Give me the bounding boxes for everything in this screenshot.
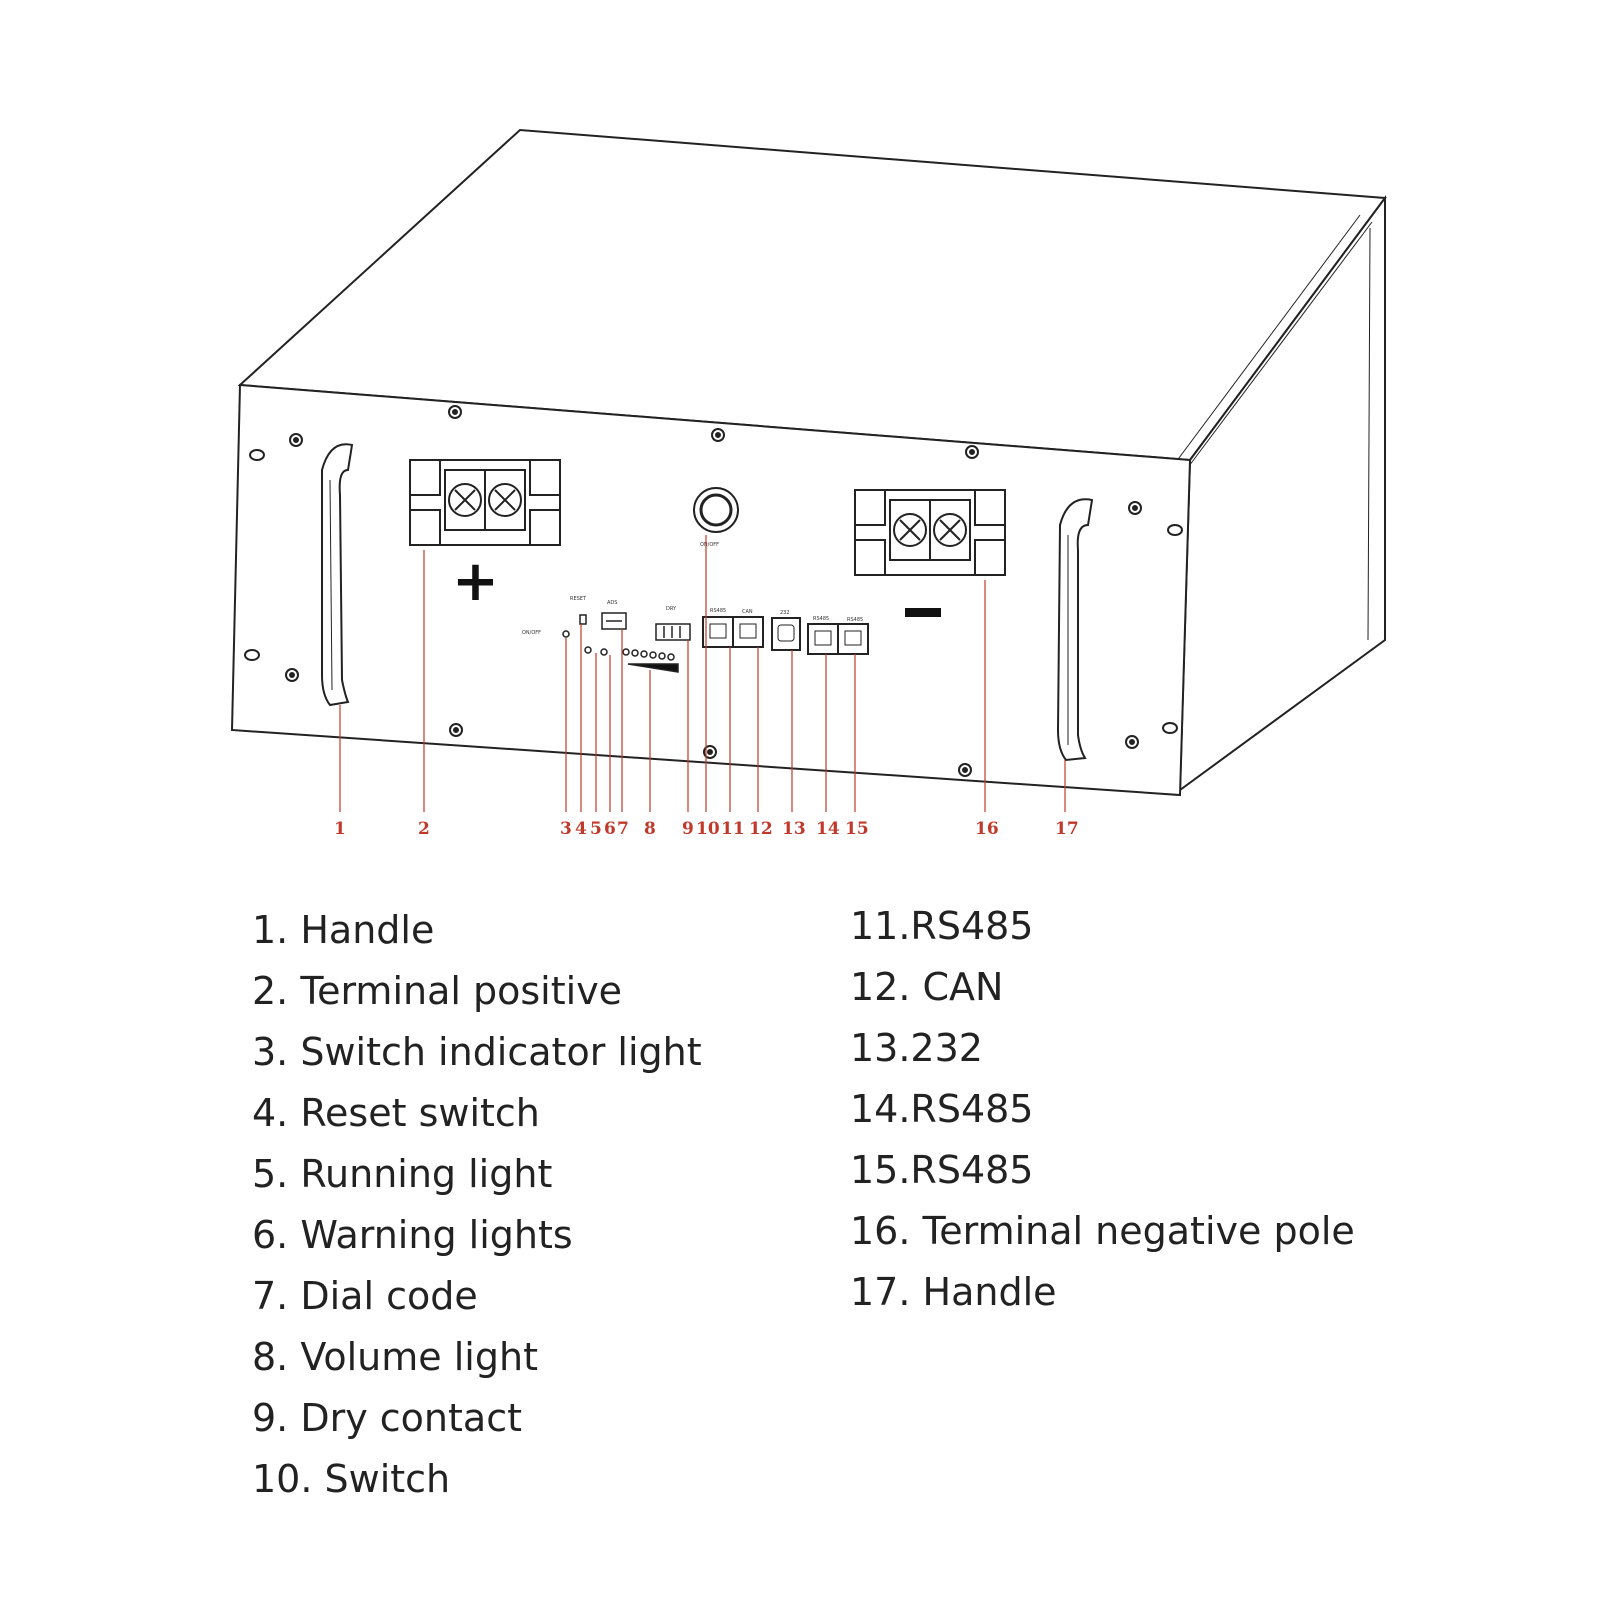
callout-leaders — [339, 535, 1066, 812]
legend-item: 10. Switch — [252, 1457, 451, 1501]
legend-item: 3. Switch indicator light — [252, 1030, 702, 1074]
callout-2: 2 — [418, 819, 430, 839]
port-label-rs485-a: RS485 — [710, 608, 726, 614]
plus-sign: + — [452, 549, 499, 614]
mounting-screws — [244, 405, 1183, 777]
port-label-232: 232 — [780, 610, 790, 616]
handle-right — [1056, 498, 1094, 762]
port-label-rs485-b: RS485 — [813, 616, 829, 622]
legend-item: 14.RS485 — [850, 1087, 1034, 1131]
volume-lights — [622, 648, 675, 661]
front-panel: + ON/OFF — [230, 383, 1192, 797]
callout-10: 10 — [696, 819, 720, 839]
reset-text: RESET — [570, 596, 587, 602]
callout-14: 14 — [816, 819, 840, 839]
terminal-negative — [854, 489, 1006, 576]
legend-right: 11.RS485 12. CAN 13.232 14.RS485 15.RS48… — [850, 896, 1355, 1323]
legend-item: 1. Handle — [252, 908, 435, 952]
legend-left: 1. Handle 2. Terminal positive 3. Switch… — [252, 900, 702, 1510]
callout-13: 13 — [782, 819, 806, 839]
terminal-positive — [409, 459, 561, 546]
legend-item: 5. Running light — [252, 1152, 553, 1196]
legend-item: 11.RS485 — [850, 904, 1034, 948]
callout-15: 15 — [845, 819, 869, 839]
running-light — [584, 646, 592, 654]
port-label-rs485-c: RS485 — [847, 617, 863, 623]
callout-4: 4 — [575, 819, 587, 839]
dry-contact-text: DRY — [666, 606, 677, 612]
power-switch — [693, 487, 739, 533]
callout-5: 5 — [590, 819, 602, 839]
callout-16: 16 — [975, 819, 999, 839]
legend-item: 8. Volume light — [252, 1335, 538, 1379]
port-label-can: CAN — [742, 609, 753, 615]
callout-6: 6 — [604, 819, 616, 839]
switch-indicator-text: ON/OFF — [522, 630, 541, 636]
battery-cabinet — [237, 128, 1387, 793]
legend-item: 15.RS485 — [850, 1148, 1034, 1192]
callout-1: 1 — [334, 819, 346, 839]
legend-item: 2. Terminal positive — [252, 969, 623, 1013]
legend-item: 9. Dry contact — [252, 1396, 522, 1440]
control-cluster — [562, 612, 691, 673]
legend-item: 12. CAN — [850, 965, 1004, 1009]
reset-switch — [579, 614, 587, 625]
callout-3: 3 — [560, 819, 572, 839]
switch-text: ON/OFF — [700, 542, 719, 548]
battery-module-diagram: + ON/OFF — [230, 128, 1387, 839]
port-rs485-a — [702, 616, 734, 648]
handle-left — [321, 443, 354, 707]
legend-item: 6. Warning lights — [252, 1213, 573, 1257]
legend-item: 17. Handle — [850, 1270, 1057, 1314]
legend-item: 4. Reset switch — [252, 1091, 540, 1135]
callout-12: 12 — [749, 819, 773, 839]
comm-ports — [702, 616, 869, 655]
callout-7: 7 — [617, 819, 629, 839]
switch-indicator-light — [562, 630, 570, 638]
callout-9: 9 — [682, 819, 694, 839]
legend-item: 16. Terminal negative pole — [850, 1209, 1355, 1253]
legend-item: 13.232 — [850, 1026, 983, 1070]
callout-numbers: 1 2 3 4 5 6 7 8 9 10 11 12 13 14 15 16 1… — [334, 819, 1079, 839]
callout-11: 11 — [721, 819, 745, 839]
callout-17: 17 — [1055, 819, 1079, 839]
legend-item: 7. Dial code — [252, 1274, 478, 1318]
callout-8: 8 — [644, 819, 656, 839]
minus-sign — [905, 608, 941, 617]
dial-code-text: ADS — [607, 600, 617, 606]
dry-contact — [655, 623, 691, 641]
warning-light — [600, 648, 608, 656]
